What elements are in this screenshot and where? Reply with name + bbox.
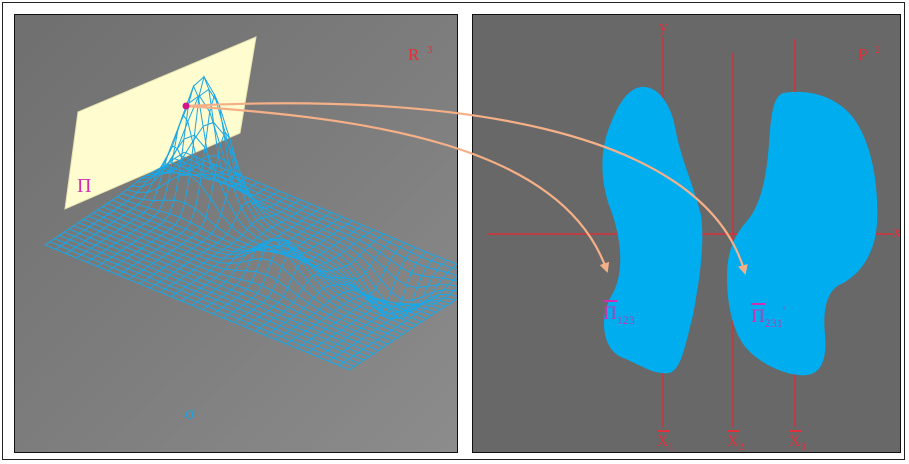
mesh-line-row xyxy=(307,259,448,353)
mesh-line-col xyxy=(68,228,374,355)
mesh-line-col xyxy=(83,218,389,345)
mesh-line-col xyxy=(44,244,350,371)
mesh-line-col xyxy=(54,238,360,364)
region-pi-231-label: Π231' xyxy=(751,303,786,331)
mesh-line-col xyxy=(49,241,355,367)
mesh-line-row xyxy=(317,263,457,358)
mesh-line-col xyxy=(73,225,379,351)
mesh-line-col xyxy=(64,231,369,358)
parallel-coords-canvas xyxy=(487,37,893,427)
axis-x1-label: X1 xyxy=(657,430,674,452)
mesh-line-col xyxy=(78,222,384,348)
axis-x2-label: X2 xyxy=(727,430,744,452)
plane-label: Π xyxy=(77,175,92,197)
mesh-line-row xyxy=(275,247,416,341)
mesh-line-row xyxy=(296,255,437,349)
tangent-plane xyxy=(64,36,257,210)
x-axis-label: x xyxy=(893,222,901,241)
region-pi-231 xyxy=(727,91,878,376)
mesh-line-row xyxy=(349,298,457,371)
mesh-line-row xyxy=(328,276,457,362)
mesh-line-row xyxy=(181,207,321,302)
mesh-line-col xyxy=(107,202,413,329)
surface-canvas xyxy=(44,36,457,371)
mesh-line-col xyxy=(59,234,365,361)
region-pi-123-label: Π123 xyxy=(603,300,635,328)
mesh-line-row xyxy=(286,251,427,345)
region-pi-123 xyxy=(602,86,703,374)
mesh-line-row xyxy=(338,287,457,366)
mesh-line-row xyxy=(223,224,363,319)
mesh-line-row xyxy=(55,156,195,250)
mesh-line-col xyxy=(112,199,417,326)
y-axis-label: y xyxy=(659,17,668,36)
axis-x3-label: X3 xyxy=(789,430,806,452)
surface-label: σ xyxy=(185,403,195,423)
mesh-line-row xyxy=(265,242,406,336)
